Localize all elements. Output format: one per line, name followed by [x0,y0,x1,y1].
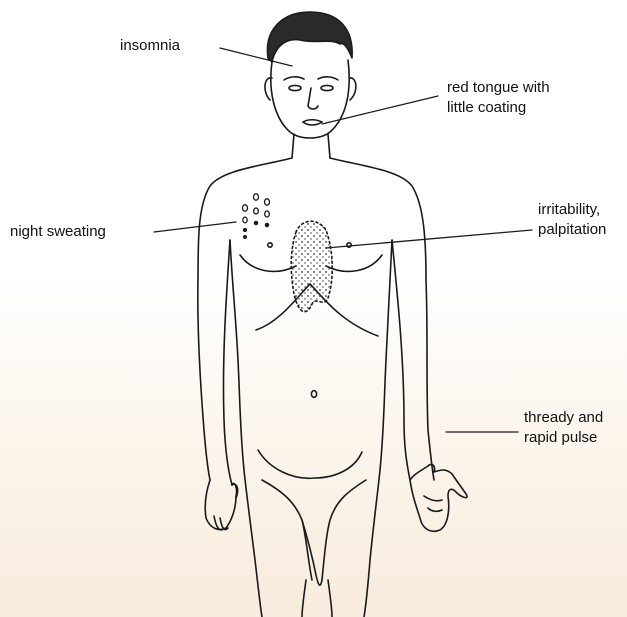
crotch [302,520,322,585]
right-ear [349,78,356,100]
left-shoulder-arm-outer [198,158,292,480]
irritability-label-line1: irritability, [538,200,606,220]
leader-night-sweating [154,222,236,232]
head [271,60,349,138]
left-pec [240,255,296,271]
pulse-label: thready and rapid pulse [524,408,603,448]
pulse-label-line1: thready and [524,408,603,428]
right-eye [321,85,333,90]
right-inner-arm [392,240,410,480]
abdomen-line [258,450,362,478]
leader-tongue [322,96,438,124]
hair [267,12,352,62]
mouth [303,122,322,125]
right-hand [410,464,467,531]
mouth-upper [303,120,322,122]
irritability-label-line2: palpitation [538,220,606,240]
tongue-label: red tongue with little coating [447,78,550,118]
right-leg-inner [328,580,332,617]
navel [311,391,316,398]
right-palm-lines [424,496,442,511]
left-torso-side [230,240,262,617]
right-torso-side [364,240,392,617]
tongue-label-line1: red tongue with [447,78,550,98]
leader-irritability [326,230,532,248]
left-leg-inner [302,580,306,617]
tongue-label-line2: little coating [447,98,550,118]
pulse-label-line2: rapid pulse [524,428,603,448]
left-brow [284,77,304,80]
irritability-label: irritability, palpitation [538,200,606,240]
heart-region [291,221,332,311]
left-eye [289,85,301,90]
right-pec [326,255,382,271]
sweat-drops [243,194,270,239]
neck-right [328,134,330,158]
nose [308,88,318,109]
leader-insomnia [220,48,292,66]
night-sweating-label: night sweating [10,222,106,242]
right-groin [322,480,366,580]
insomnia-label: insomnia [120,36,180,56]
neck-left [292,134,294,158]
left-nipple [268,243,272,247]
right-brow [318,77,338,80]
left-inner-arm [223,240,232,485]
